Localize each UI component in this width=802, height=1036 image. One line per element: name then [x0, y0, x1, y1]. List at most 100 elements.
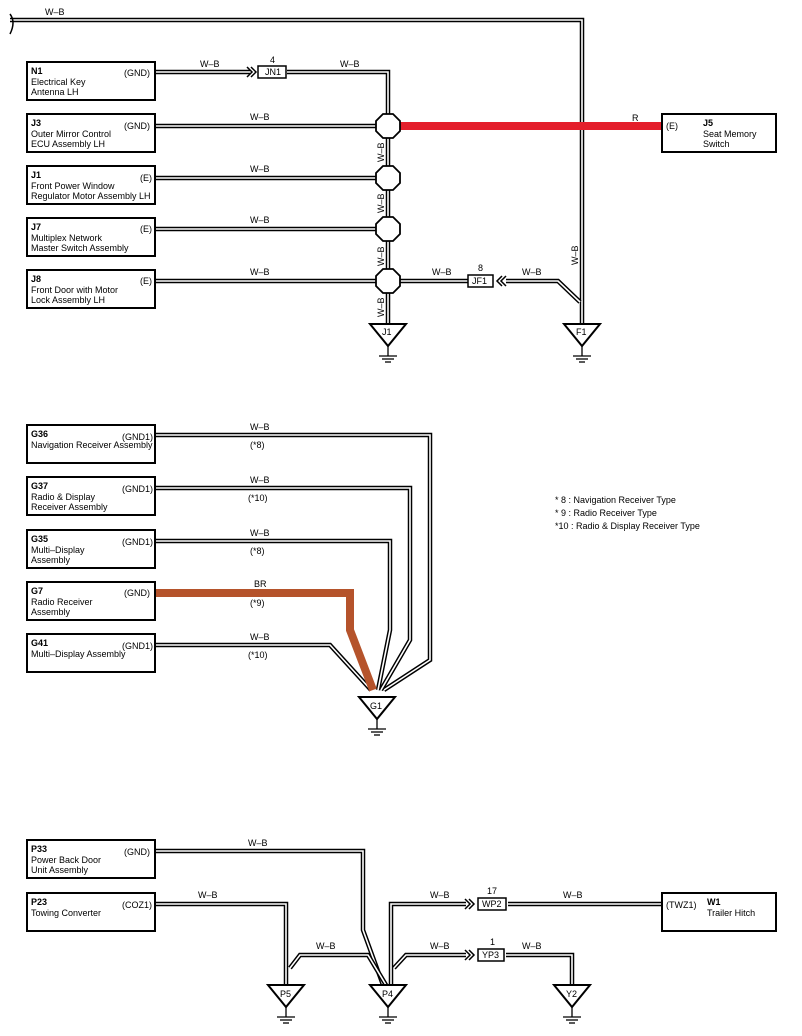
wire-label: W–B	[250, 422, 270, 432]
svg-text:P33: P33	[31, 844, 47, 854]
wire-yp3	[392, 952, 575, 985]
svg-text:G35: G35	[31, 534, 48, 544]
legend-item: * 9 : Radio Receiver Type	[555, 508, 657, 518]
note-label: (*8)	[250, 546, 265, 556]
wire-break-icon	[9, 13, 14, 35]
ground-label: P5	[280, 989, 291, 999]
component-j5: J5 Seat Memory Switch (E)	[661, 113, 777, 153]
component-p23: P23 Towing Converter (COZ1)	[26, 892, 156, 932]
component-j1: J1 Front Power Window Regulator Motor As…	[26, 165, 156, 205]
svg-text:(E): (E)	[140, 173, 152, 183]
wire-label: W–B	[250, 632, 270, 642]
wire-label: W–B	[250, 112, 270, 122]
svg-text:Receiver Assembly: Receiver Assembly	[31, 502, 108, 512]
svg-text:G41: G41	[31, 638, 48, 648]
wire-g41	[155, 642, 373, 692]
svg-text:Seat Memory: Seat Memory	[703, 129, 757, 139]
wire-label: W–B	[200, 59, 220, 69]
svg-text:(COZ1): (COZ1)	[122, 900, 152, 910]
svg-text:Regulator Motor Assembly LH: Regulator Motor Assembly LH	[31, 191, 151, 201]
wire-label: W–B	[522, 941, 542, 951]
svg-text:Towing Converter: Towing Converter	[31, 908, 101, 918]
svg-text:Electrical Key: Electrical Key	[31, 77, 86, 87]
svg-text:J1: J1	[31, 170, 41, 180]
svg-text:(E): (E)	[140, 276, 152, 286]
component-j3: J3 Outer Mirror Control ECU Assembly LH …	[26, 113, 156, 153]
svg-text:(GND): (GND)	[124, 588, 150, 598]
note-label: (*9)	[250, 598, 265, 608]
component-w1: W1 Trailer Hitch (TWZ1)	[661, 892, 777, 932]
svg-text:Radio & Display: Radio & Display	[31, 492, 96, 502]
connector-pin: 1	[490, 937, 495, 947]
wire-label: W–B	[376, 142, 386, 162]
brown-wire	[155, 589, 377, 692]
wire-label: R	[632, 113, 639, 123]
svg-text:Multiplex Network: Multiplex Network	[31, 233, 103, 243]
connector-label: YP3	[482, 950, 499, 960]
connector-wp2	[477, 897, 507, 911]
svg-text:Antenna LH: Antenna LH	[31, 87, 79, 97]
wire-label: W–B	[316, 941, 336, 951]
svg-text:Assembly: Assembly	[31, 555, 71, 565]
wire-wp2	[388, 901, 662, 985]
svg-text:(GND): (GND)	[124, 847, 150, 857]
connector-arrow-icon	[495, 275, 507, 287]
svg-text:N1: N1	[31, 66, 43, 76]
ground-label: P4	[382, 989, 393, 999]
wire-label: W–B	[250, 528, 270, 538]
svg-text:J3: J3	[31, 118, 41, 128]
component-g35: G35 Multi–Display Assembly (GND1)	[26, 529, 156, 569]
wire-label: W–B	[376, 297, 386, 317]
ground-label: F1	[576, 327, 587, 337]
wire-label: W–B	[250, 267, 270, 277]
legend: * 8 : Navigation Receiver Type * 9 : Rad…	[555, 495, 700, 531]
wire-label: W–B	[430, 941, 450, 951]
svg-text:G7: G7	[31, 586, 43, 596]
splice-icon	[375, 113, 401, 139]
component-g36: G36 Navigation Receiver Assembly (GND1)	[26, 424, 156, 464]
svg-text:(E): (E)	[666, 121, 678, 131]
wire-label: W–B	[432, 267, 452, 277]
wire-p5-p4	[288, 952, 388, 987]
connector-arrow-icon	[464, 898, 476, 910]
wire-label: W–B	[563, 890, 583, 900]
svg-text:Master Switch Assembly: Master Switch Assembly	[31, 243, 129, 253]
wire-label: W–B	[376, 246, 386, 266]
wire-g35	[155, 538, 393, 691]
component-g41: G41 Multi–Display Assembly (GND1)	[26, 633, 156, 673]
svg-text:ECU Assembly LH: ECU Assembly LH	[31, 139, 105, 149]
legend-item: *10 : Radio & Display Receiver Type	[555, 521, 700, 531]
svg-text:Unit Assembly: Unit Assembly	[31, 865, 89, 875]
note-label: (*8)	[250, 440, 265, 450]
note-label: (*10)	[248, 650, 268, 660]
wire-label: W–B	[248, 838, 268, 848]
wire-label: W–B	[430, 890, 450, 900]
section-1: W–B W–B W–B W–B JN1 4 W–B W–B W–B W–B W–…	[9, 7, 662, 363]
connector-jf1	[467, 274, 494, 288]
note-label: (*10)	[248, 493, 268, 503]
svg-text:G36: G36	[31, 429, 48, 439]
svg-text:J7: J7	[31, 222, 41, 232]
splice-icon	[375, 268, 401, 294]
svg-text:Switch: Switch	[703, 139, 730, 149]
svg-text:G37: G37	[31, 481, 48, 491]
wire-p23	[155, 901, 289, 985]
svg-text:(GND1): (GND1)	[122, 432, 153, 442]
component-j8: J8 Front Door with Motor Lock Assembly L…	[26, 269, 156, 309]
connector-yp3	[477, 948, 505, 962]
wire-top-f1	[9, 13, 585, 325]
svg-text:Trailer Hitch: Trailer Hitch	[707, 908, 755, 918]
legend-item: * 8 : Navigation Receiver Type	[555, 495, 676, 505]
svg-text:Front Door with Motor: Front Door with Motor	[31, 285, 118, 295]
svg-text:Outer Mirror Control: Outer Mirror Control	[31, 129, 111, 139]
svg-text:Front Power Window: Front Power Window	[31, 181, 115, 191]
svg-text:J8: J8	[31, 274, 41, 284]
component-g7: G7 Radio Receiver Assembly (GND)	[26, 581, 156, 621]
connector-jn1	[257, 65, 287, 79]
svg-text:(E): (E)	[140, 224, 152, 234]
connector-arrow-icon	[464, 949, 476, 961]
svg-text:(GND1): (GND1)	[122, 641, 153, 651]
ground-label: G1	[370, 701, 382, 711]
svg-text:(GND1): (GND1)	[122, 537, 153, 547]
